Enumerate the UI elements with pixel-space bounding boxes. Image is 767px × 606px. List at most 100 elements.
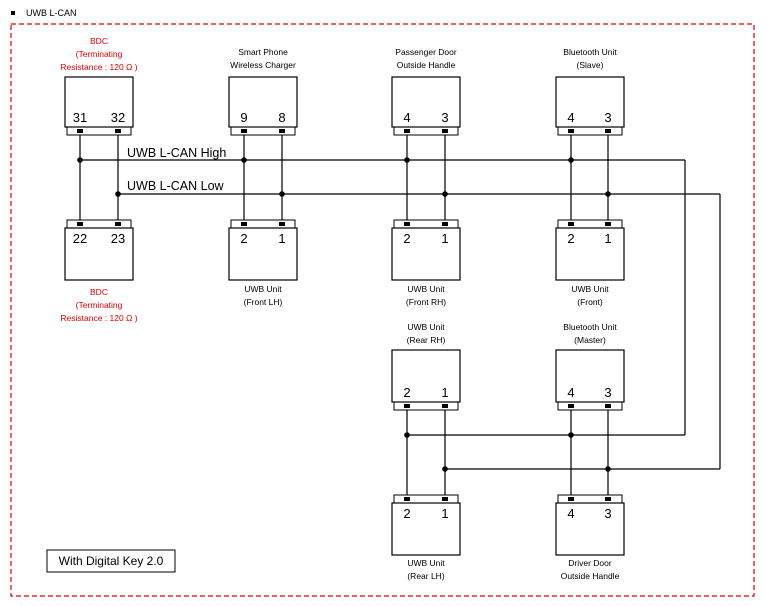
component-label: (Terminating [76, 300, 123, 310]
pin-number: 4 [567, 110, 574, 125]
component-label: UWB Unit [407, 284, 445, 294]
pin-terminal [568, 129, 574, 133]
component-box [228, 227, 298, 281]
component-label: BDC [90, 36, 108, 46]
bus-low-label: UWB L-CAN Low [127, 179, 225, 193]
pin-terminal [241, 129, 247, 133]
pin-terminal [605, 404, 611, 408]
pin-terminal [241, 222, 247, 226]
bus-junction-dot [115, 191, 121, 197]
connector-strip [230, 219, 296, 229]
pin-terminal [404, 129, 410, 133]
pin-terminal [442, 497, 448, 501]
component-bluetooth-slave: 4 3 Bluetooth Unit (Slave) [555, 47, 625, 136]
component-label: Driver Door [568, 558, 612, 568]
pin-terminal [605, 497, 611, 501]
pin-terminal [115, 129, 121, 133]
bus-junction-dot [404, 432, 410, 438]
pin-number: 1 [441, 506, 448, 521]
pin-terminal [442, 404, 448, 408]
pin-number: 4 [403, 110, 410, 125]
connector-strip [66, 126, 132, 136]
pin-number: 2 [567, 231, 574, 246]
connector-strip [557, 494, 623, 504]
bus-junction-dot [605, 191, 611, 197]
connector-strip [393, 401, 459, 411]
component-label: (Terminating [76, 49, 123, 59]
component-uwb-rear-rh: 2 1 UWB Unit (Rear RH) [391, 322, 461, 411]
pin-terminal [77, 222, 83, 226]
diagram-title: UWB L-CAN [26, 8, 77, 18]
wires [77, 135, 721, 495]
bus-junction-dot [605, 466, 611, 472]
pin-number: 8 [278, 110, 285, 125]
pin-terminal [568, 404, 574, 408]
component-box [555, 349, 625, 403]
pin-number: 3 [441, 110, 448, 125]
component-box [64, 227, 134, 281]
pin-number: 31 [73, 110, 87, 125]
component-label: (Front) [577, 297, 603, 307]
component-label: Bluetooth Unit [563, 322, 617, 332]
bus-high-label: UWB L-CAN High [127, 146, 226, 160]
component-label: Outside Handle [397, 60, 456, 70]
pin-number: 9 [240, 110, 247, 125]
pin-number: 23 [111, 231, 125, 246]
pin-number: 4 [567, 385, 574, 400]
pin-terminal [404, 404, 410, 408]
bus-junction-dot [279, 191, 285, 197]
note-box [46, 549, 176, 573]
pin-number: 3 [604, 385, 611, 400]
pin-number: 2 [403, 506, 410, 521]
component-label: (Slave) [577, 60, 604, 70]
component-box [391, 349, 461, 403]
bus-junction-dot [568, 432, 574, 438]
bus-junction-dot [77, 157, 83, 163]
connector-strip [393, 219, 459, 229]
component-label: (Rear RH) [407, 335, 446, 345]
pin-number: 2 [403, 385, 410, 400]
bus-junction-dot [404, 157, 410, 163]
component-label: (Front LH) [244, 297, 283, 307]
connector-strip [557, 126, 623, 136]
component-label: Wireless Charger [230, 60, 296, 70]
connector-strip [557, 401, 623, 411]
component-box [391, 76, 461, 128]
pin-number: 1 [604, 231, 611, 246]
pin-number: 3 [604, 110, 611, 125]
pin-number: 2 [240, 231, 247, 246]
component-label: Bluetooth Unit [563, 47, 617, 57]
pin-number: 2 [403, 231, 410, 246]
pin-terminal [115, 222, 121, 226]
pin-number: 1 [441, 385, 448, 400]
component-label: UWB Unit [244, 284, 282, 294]
connector-strip [230, 126, 296, 136]
connector-strip [557, 219, 623, 229]
pin-number: 32 [111, 110, 125, 125]
component-label: Resistance : 120 Ω ) [60, 62, 137, 72]
pin-terminal [404, 222, 410, 226]
bus-junction-dot [568, 157, 574, 163]
pin-terminal [279, 129, 285, 133]
bus-junction-dot [442, 466, 448, 472]
pin-number: 4 [567, 506, 574, 521]
component-label: UWB Unit [407, 322, 445, 332]
connector-strip [393, 126, 459, 136]
component-label: Resistance : 120 Ω ) [60, 313, 137, 323]
component-box [555, 76, 625, 128]
note-text: With Digital Key 2.0 [59, 554, 164, 568]
pin-terminal [404, 497, 410, 501]
component-label: UWB Unit [571, 284, 609, 294]
bus-junction-dot [442, 191, 448, 197]
title-bullet-icon [11, 11, 15, 15]
pin-terminal [568, 222, 574, 226]
component-box [555, 227, 625, 281]
